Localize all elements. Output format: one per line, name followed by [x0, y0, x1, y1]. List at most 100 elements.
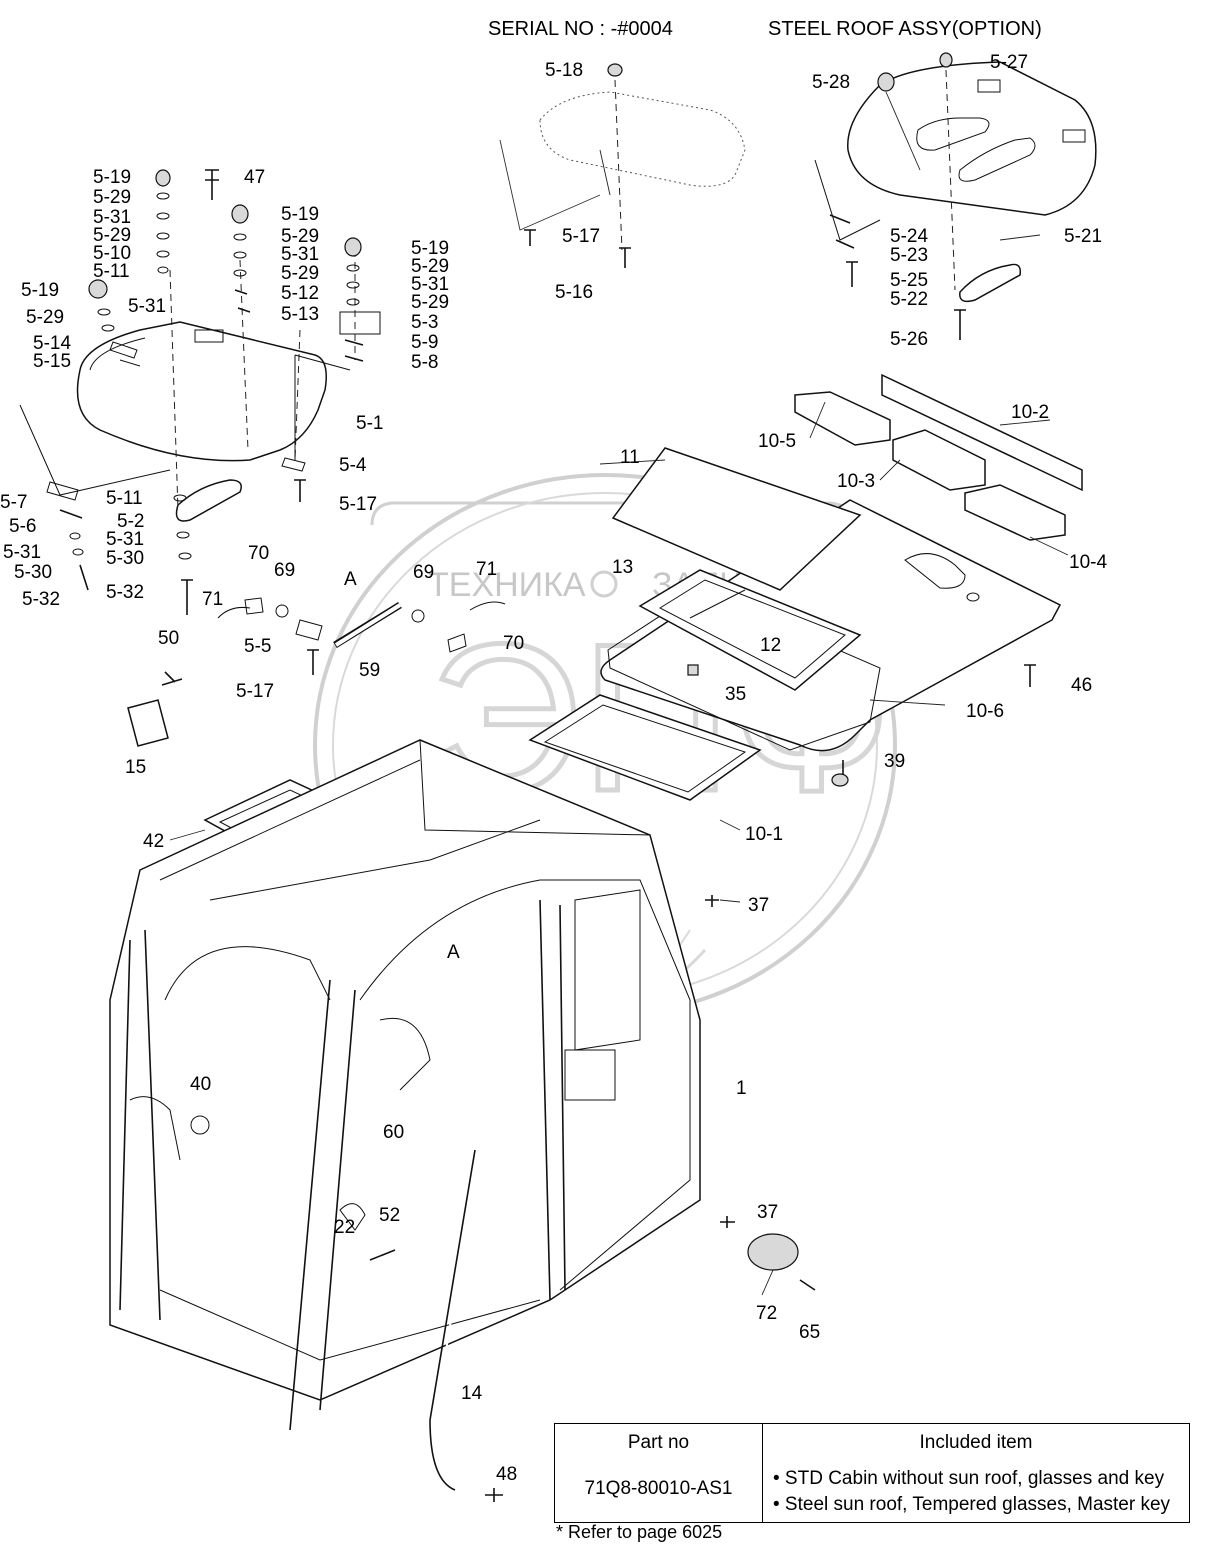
part-no-header: Part no [627, 1432, 690, 1453]
callout: 5-29 [411, 256, 449, 277]
callout: 10-1 [745, 824, 783, 845]
steel-roof-option [814, 52, 1097, 340]
callout: 59 [359, 660, 380, 681]
callout: 5-15 [33, 351, 71, 372]
callout: 5-29 [281, 263, 319, 284]
callout: 5-2 [117, 511, 144, 532]
callout: 10-5 [758, 431, 796, 452]
gear-icon [590, 570, 618, 598]
callout: 5-11 [93, 261, 130, 282]
callout: 13 [612, 557, 633, 578]
callout: 5-18 [545, 60, 583, 81]
callout: 5-30 [106, 548, 144, 569]
callout: 5-32 [22, 589, 60, 610]
callout: 71 [476, 559, 497, 580]
callout: 5-31 [106, 529, 144, 550]
callout: 48 [496, 1464, 517, 1485]
callout: 5-19 [411, 238, 449, 259]
callout: 10-3 [837, 471, 875, 492]
callout: 65 [799, 1322, 820, 1343]
callout-labels: 5-18 5-17 5-16 5-28 5-27 5-21 5-24 5-23 … [0, 52, 1107, 1485]
callout: 5-29 [93, 187, 131, 208]
callout: 52 [379, 1205, 400, 1226]
roof-blocks [794, 373, 1083, 541]
callout: 46 [1071, 675, 1092, 696]
callout: 42 [143, 831, 164, 852]
callout: 5-29 [281, 226, 319, 247]
callout: 69 [413, 562, 434, 583]
callout: 5-14 [33, 333, 71, 354]
callout: 5-28 [812, 72, 850, 93]
callout: 12 [760, 635, 781, 656]
callout: 5-19 [93, 167, 131, 188]
included-item: • STD Cabin without sun roof, glasses an… [773, 1468, 1165, 1489]
bolt-icon [205, 169, 219, 200]
callout: 5-10 [93, 243, 131, 264]
callout: 10-2 [1011, 402, 1049, 423]
callout: 37 [757, 1202, 778, 1223]
cap-nut-icon [607, 63, 623, 77]
callout: 5-17 [236, 681, 274, 702]
option-title: STEEL ROOF ASSY(OPTION) [768, 18, 1042, 40]
callout: 5-25 [890, 270, 928, 291]
part-no-column: Part no 71Q8-80010-AS1 [555, 1424, 763, 1522]
callout: 70 [248, 543, 269, 564]
gas-strut [127, 597, 506, 747]
callout: 5-31 [93, 207, 131, 228]
callout: 5-29 [26, 307, 64, 328]
callout: 5-12 [281, 283, 319, 304]
watermark-text-left: ТЕХНИКА [428, 566, 586, 604]
callout: 70 [503, 633, 524, 654]
callout: 5-17 [339, 494, 377, 515]
callout: 5-31 [3, 542, 41, 563]
callout: 5-32 [106, 582, 144, 603]
callout: 5-23 [890, 245, 928, 266]
callout: 10-4 [1069, 552, 1107, 573]
callout: 5-16 [555, 282, 593, 303]
callout: 5-17 [562, 226, 600, 247]
callout: 5-13 [281, 304, 319, 325]
callout: 5-4 [339, 455, 367, 476]
callout: 37 [748, 895, 769, 916]
callout: 50 [158, 628, 179, 649]
callout: 5-29 [93, 225, 131, 246]
callout: 5-6 [9, 516, 36, 537]
callout: 72 [756, 1303, 777, 1324]
callout: 60 [383, 1122, 404, 1143]
callout: 14 [461, 1383, 483, 1404]
callout: 5-9 [411, 332, 438, 353]
callout: 5-30 [14, 562, 52, 583]
roof-hatch [19, 250, 381, 522]
included-items-column: Included item • STD Cabin without sun ro… [763, 1424, 1189, 1522]
part-no-value: 71Q8-80010-AS1 [584, 1478, 733, 1499]
footnote: * Refer to page 6025 [556, 1522, 723, 1542]
callout: 15 [125, 757, 146, 778]
callout: 1 [736, 1078, 747, 1099]
parts-table: Part no 71Q8-80010-AS1 Included item • S… [554, 1423, 1190, 1523]
callout: 5-31 [128, 296, 166, 317]
leader-lines [169, 234, 1069, 1296]
callout: 39 [884, 751, 905, 772]
roof-panel [600, 447, 1062, 752]
callout: 5-26 [890, 329, 928, 350]
callout: 5-5 [244, 636, 271, 657]
callout: 71 [202, 589, 223, 610]
callout: 5-31 [281, 244, 319, 265]
callout: 35 [725, 684, 746, 705]
callout: 5-24 [890, 226, 928, 247]
callout: A [344, 569, 357, 590]
callout: 69 [274, 560, 295, 581]
callout: 5-7 [0, 492, 27, 513]
callout: 5-22 [890, 289, 928, 310]
callout: 5-3 [411, 312, 438, 333]
callout: A [447, 942, 460, 963]
sun-roof-outline [499, 63, 746, 268]
included-items-header: Included item [919, 1432, 1033, 1453]
cabin-body [109, 739, 816, 1502]
callout: 5-19 [281, 204, 319, 225]
callout: 5-29 [411, 292, 449, 313]
included-item: • Steel sun roof, Tempered glasses, Mast… [773, 1494, 1171, 1515]
callout: 5-27 [990, 52, 1028, 73]
serial-number-label: SERIAL NO : -#0004 [488, 18, 673, 40]
